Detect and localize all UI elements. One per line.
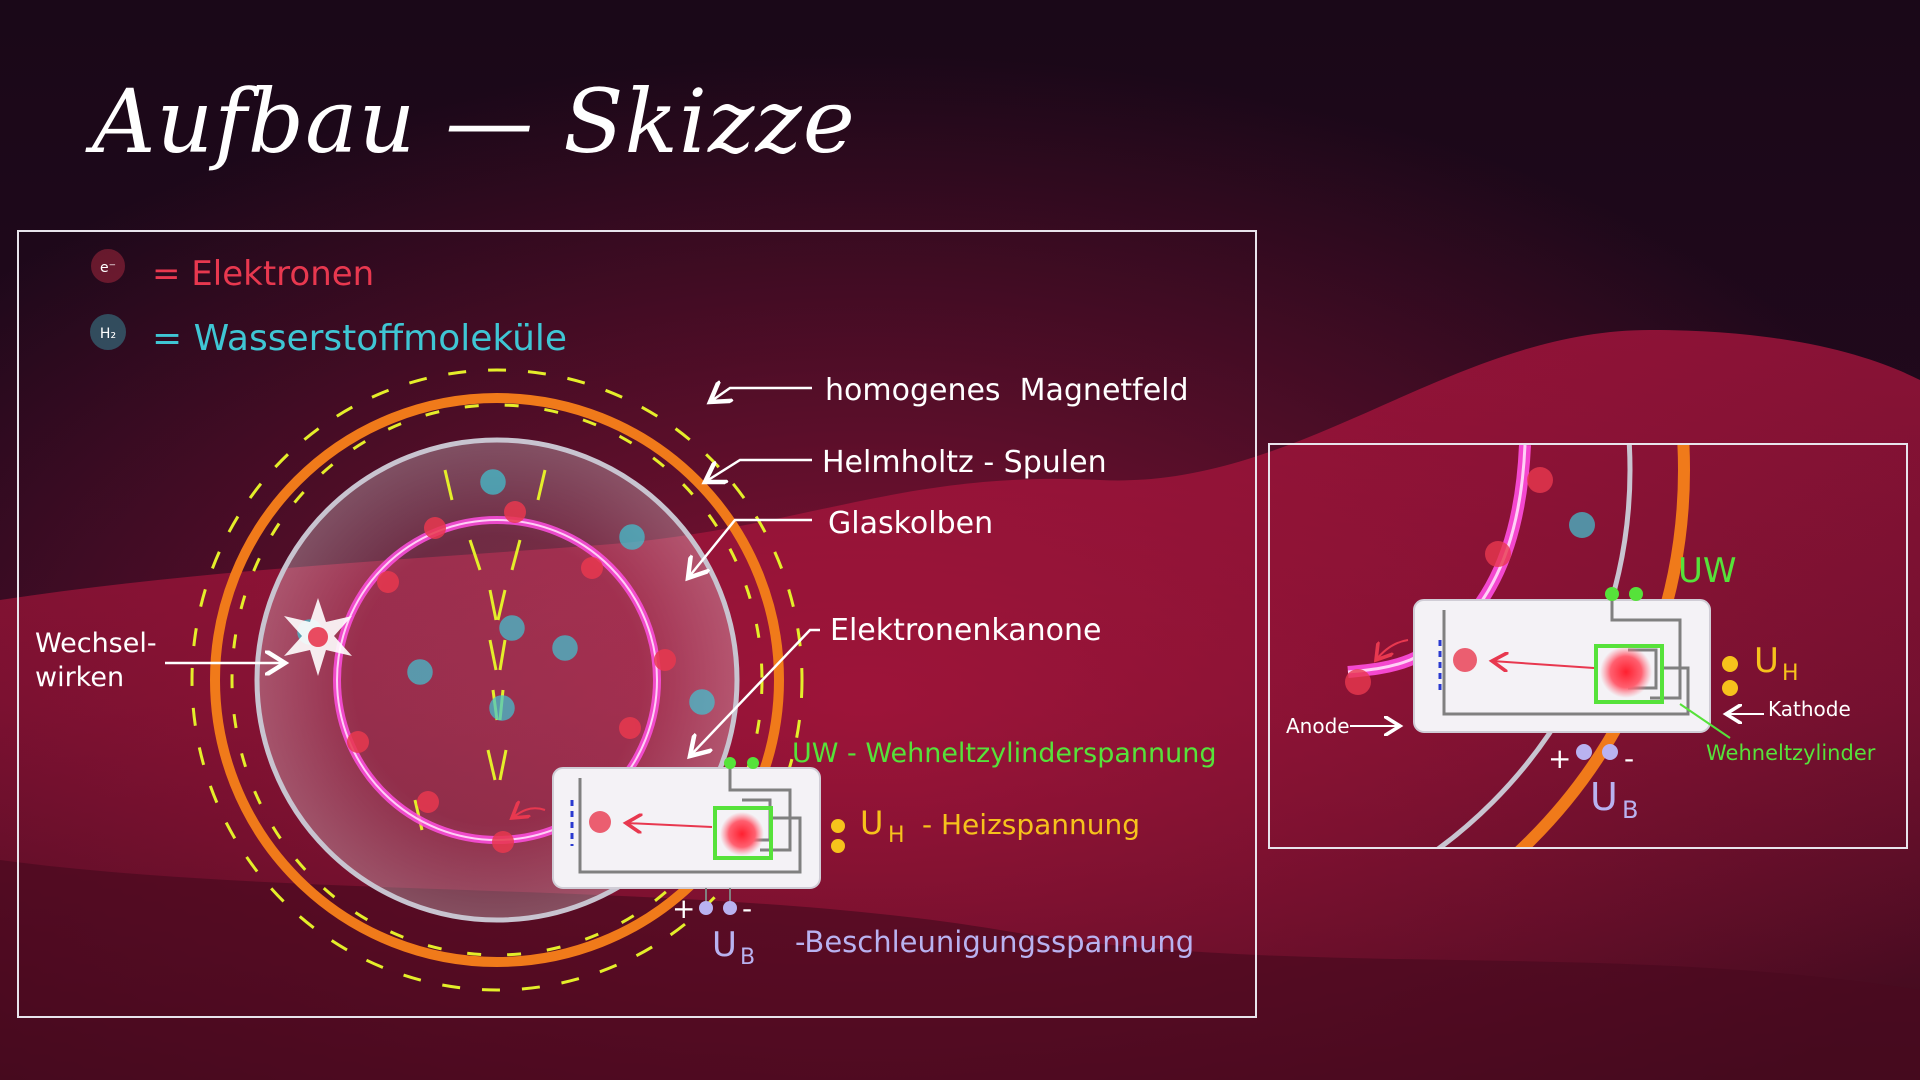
hydrogen-molecule [499,615,525,641]
label-uh: U H - Heizspannung [860,804,1140,848]
ub-terminal [699,901,713,915]
gun-electron [1453,648,1477,672]
label-uh-subscript: H [888,823,905,848]
zoom-label-anode: Anode [1286,714,1350,738]
label-plus: + [672,892,695,925]
uh-terminal [831,819,845,833]
apparatus [190,368,845,992]
label-uh-description: - Heizspannung [922,808,1140,841]
hydrogen-molecule [552,635,578,661]
hydrogen-molecule [480,469,506,495]
electron [1485,541,1511,567]
ub-terminal [1576,744,1592,760]
electron [424,517,446,539]
electron [1345,669,1371,695]
label-ub-subscript: B [740,945,755,970]
hydrogen-molecule [619,524,645,550]
zoom-label-wehnelt: Wehneltzylinder [1706,741,1876,765]
hydrogen-legend-label: = Wasserstoffmoleküle [152,318,567,359]
zoom-label-ub-subscript: B [1622,796,1638,824]
zoom-label-ub-symbol: U [1590,775,1618,819]
electron [619,717,641,739]
label-electron-gun: Elektronenkanone [830,613,1101,648]
helmholtz-coil [210,393,784,967]
label-uw: UW - Wehneltzylinderspannung [792,738,1216,769]
hydrogen-legend-symbol: H₂ [100,326,116,342]
interaction-star-icon [284,598,352,676]
electron-gun [512,757,845,915]
electron [654,649,676,671]
uw-terminal [747,757,759,769]
label-ub-symbol: U [712,925,737,965]
uw-terminal [1605,587,1619,601]
electron [581,557,603,579]
hydrogen-molecule [1569,512,1595,538]
electron-legend-symbol: e⁻ [100,260,116,276]
electron [504,501,526,523]
label-uh-symbol: U [860,804,883,842]
hydrogen-molecule [489,695,515,721]
electron [492,831,514,853]
label-helmholtz: Helmholtz - Spulen [822,445,1107,480]
zoom-label-uw: UW [1678,551,1737,591]
hydrogen-molecule [689,689,715,715]
hydrogen-molecules [297,469,715,721]
zoom-label-plus: + [1548,742,1571,775]
page-title: Aufbau — Skizze [92,70,856,173]
label-magnetic-field: homogenes Magnetfeld [825,373,1189,408]
zoom-detail-frame [1268,443,1908,849]
annotation-arrows [165,388,820,756]
electron-legend-label: = Elektronen [152,254,374,294]
ub-terminal [723,901,737,915]
uh-terminal [1722,680,1738,696]
label-ub: U B -Beschleunigungsspannung [712,925,1194,970]
zoom-label-uh-subscript: H [1782,661,1799,686]
zoom-detail: UW U H Kathode Anode Wehneltzylinder + -… [1286,445,1876,847]
electron [417,791,439,813]
electron [1527,467,1553,493]
electron [377,571,399,593]
electrons [347,501,676,853]
gun-electron [589,811,611,833]
zoom-label-cathode: Kathode [1768,697,1851,721]
hydrogen-legend-icon: H₂ [90,314,126,350]
label-glass-bulb: Glaskolben [828,506,993,541]
label-interaction-line1: Wechsel- [35,628,157,659]
uw-terminal [724,757,736,769]
ub-terminal [1602,744,1618,760]
uh-terminal [1722,656,1738,672]
zoom-label-uh-symbol: U [1754,641,1779,681]
uh-terminal [831,839,845,853]
hydrogen-molecule [407,659,433,685]
label-ub-description: -Beschleunigungsspannung [795,925,1194,959]
electron-legend-icon: e⁻ [91,249,125,283]
main-diagram-frame [17,230,1257,1018]
label-minus: - [742,892,752,925]
legend: e⁻ = Elektronen H₂ = Wasserstoffmoleküle [90,249,567,359]
uw-terminal [1629,587,1643,601]
zoom-label-minus: - [1624,742,1634,775]
label-interaction-line2: wirken [35,662,124,693]
electron [347,731,369,753]
